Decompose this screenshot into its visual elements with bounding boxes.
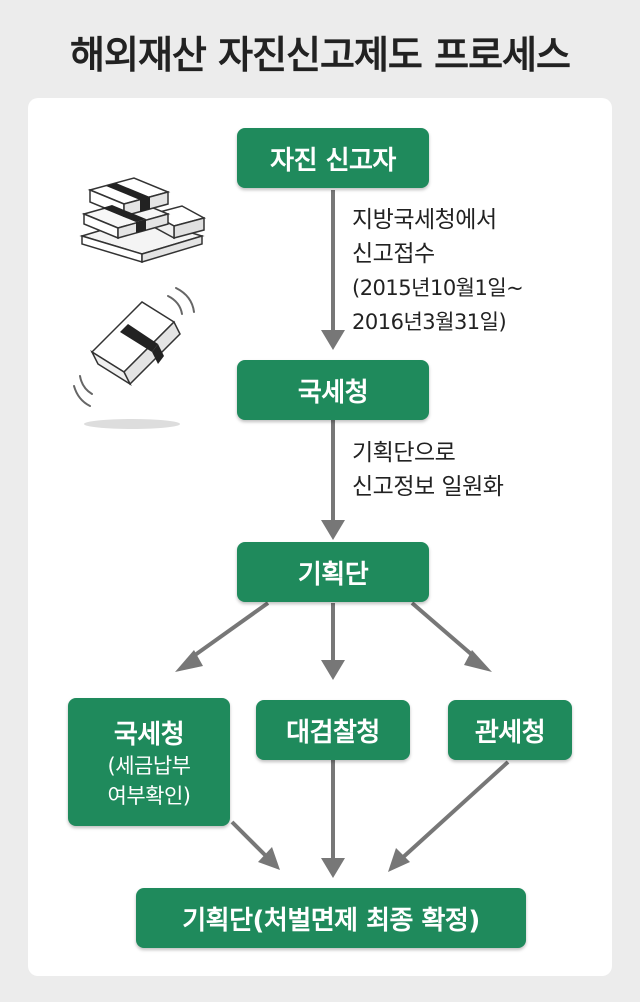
customs-box: 관세청 <box>448 700 572 760</box>
final-planning-label: 기획단(처벌면제 최종 확정) <box>182 905 480 936</box>
step1-line3: (2015년10월1일~ <box>352 276 524 300</box>
arrow-nts-check-to-final <box>230 820 270 860</box>
money-stack-icon <box>79 177 207 264</box>
self-reporter-label: 자진 신고자 <box>270 145 396 176</box>
step2-line2: 신고정보 일원화 <box>352 474 504 500</box>
step2-note: 기획단으로 신고정보 일원화 <box>352 436 504 504</box>
nts-box: 국세청 <box>237 360 429 420</box>
nts-check-label: 국세청 <box>113 719 185 750</box>
final-planning-box: 기획단(처벌면제 최종 확정) <box>136 888 526 948</box>
self-reporter-box: 자진 신고자 <box>237 128 429 188</box>
nts-check-sub1: (세금납부 <box>107 753 191 778</box>
nts-check-box: 국세청 (세금납부 여부확인) <box>68 698 230 826</box>
step1-note: 지방국세청에서 신고접수 (2015년10월1일~ 2016년3월31일) <box>352 203 524 339</box>
diagram-title: 해외재산 자진신고제도 프로세스 <box>70 33 571 77</box>
planning-box: 기획단 <box>237 542 429 602</box>
planning-label: 기획단 <box>297 559 369 590</box>
arrow-planning-to-customs <box>410 601 480 662</box>
step1-line2: 신고접수 <box>352 241 435 267</box>
step1-line1: 지방국세청에서 <box>352 207 497 233</box>
money-bundle-icon <box>73 287 195 429</box>
arrow-customs-to-final <box>398 760 510 862</box>
arrow-planning-to-nts-check <box>186 601 270 662</box>
step1-line4: 2016년3월31일) <box>352 310 507 334</box>
nts-label: 국세청 <box>297 377 369 408</box>
prosecution-label: 대검찰청 <box>286 717 380 748</box>
customs-label: 관세청 <box>474 717 546 748</box>
prosecution-box: 대검찰청 <box>256 700 410 760</box>
nts-check-sub2: 여부확인) <box>107 783 191 808</box>
step2-line1: 기획단으로 <box>352 440 456 466</box>
